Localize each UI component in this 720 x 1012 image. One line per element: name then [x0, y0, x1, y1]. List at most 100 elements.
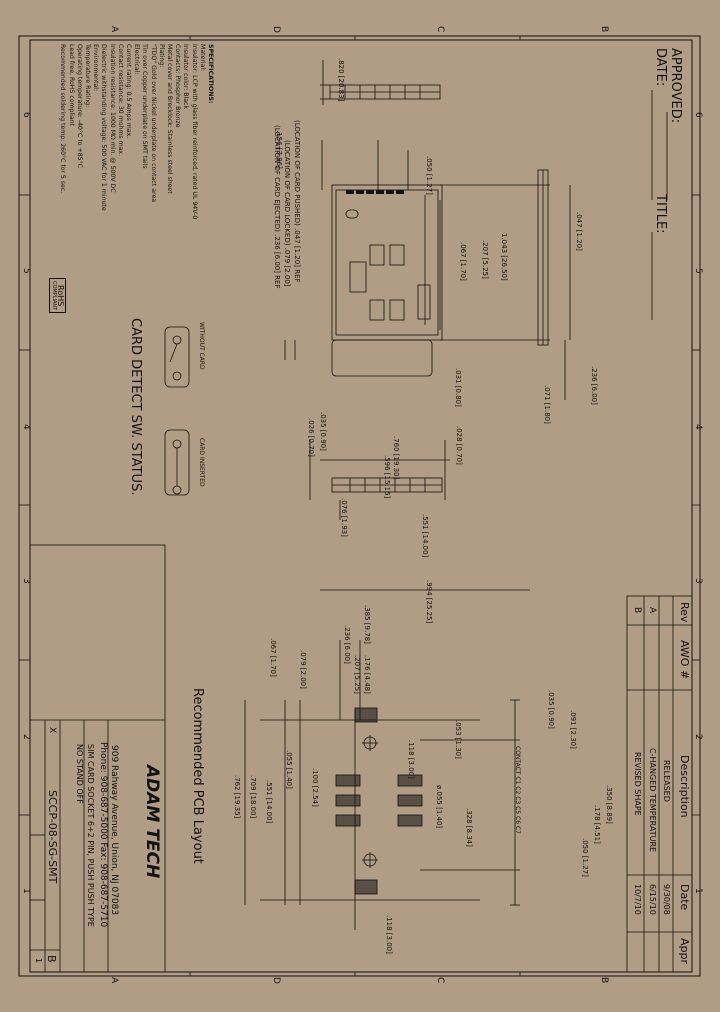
dimension: .031 [0.80] [454, 368, 462, 407]
spec-line: Current rating: 0.5 Amps max. [124, 44, 132, 139]
zone-letter: D [271, 977, 281, 984]
revision-rev: B [632, 607, 642, 614]
zone-number: 5 [21, 268, 31, 274]
revision-table-grid [626, 595, 693, 973]
zone-number: 1 [693, 888, 703, 894]
zone-number: 6 [693, 112, 703, 118]
scale-value: X [47, 727, 57, 734]
dimension: .071 [1.80] [543, 385, 551, 424]
dimension: .076 [1.93] [340, 498, 348, 537]
pcb-layout-title: Recommended PCB Layout [190, 688, 205, 864]
dimension: .053 [1.30] [454, 720, 462, 759]
zone-letter: B [599, 977, 609, 984]
dimension: .100 [2.54] [311, 768, 319, 807]
spec-line: Environmental: [92, 44, 100, 92]
dimension: .596 [15.15] [383, 455, 391, 499]
front-view-drawing [309, 440, 450, 520]
revision-description: RELEASED [662, 760, 671, 802]
dimension: .091 [2.30] [569, 710, 577, 749]
without-card-label: WITHOUT CARD [198, 322, 205, 370]
zone-number: 5 [693, 268, 703, 274]
appr-header: Appr [678, 938, 691, 965]
spec-line: Contact resistance: 30 mohms max. [116, 44, 124, 157]
revision-date: 9/30/08 [662, 884, 671, 915]
socket-top-view [284, 140, 571, 400]
spec-line: "TDQ" Gold over Nickel underplate on con… [149, 44, 157, 202]
dimension: .236 [6.00] [590, 366, 598, 405]
dimension: .118 [3.00] [385, 915, 393, 954]
zone-number: 4 [693, 424, 703, 430]
dimension: ø.055 [1.40] [435, 785, 443, 829]
contact-label: CONTACT C1 C2 C3 C5 C6 C7 [514, 746, 521, 834]
spec-line: Plating: [157, 44, 165, 68]
zone-number: 3 [21, 578, 31, 584]
spec-line: Insulator: LCP with glass fiber reinforc… [190, 44, 198, 220]
card-inserted-label: CARD INSERTED [198, 438, 205, 487]
revision-date: 10/7/10 [633, 884, 642, 915]
dimension: 1.043 [26.50] [500, 233, 508, 281]
date-label: DATE: [653, 48, 668, 87]
zone-number: 2 [693, 734, 703, 740]
revision-date: 6/15/10 [648, 884, 657, 915]
dimension: .067 [1.70] [459, 242, 467, 281]
dimension: .994 [25.25] [425, 580, 433, 624]
dimension: .055 [1.40] [285, 750, 293, 789]
dimension: .035 [0.90] [547, 690, 555, 729]
dimension: .178 [4.51] [593, 805, 601, 844]
dimension: .176 [4.48] [363, 655, 371, 694]
spec-line: Operating temperature: -40°C to +85°C [75, 44, 83, 168]
dimension: .207 [5.25] [353, 655, 361, 694]
dimension: .050 [1.27] [425, 156, 433, 195]
part-description: SIM CARD SOCKET 6+2 PIN, PUSH PUSH TYPE [86, 744, 95, 927]
dimension: .236 [6.00] [343, 625, 351, 664]
approval-lines [651, 90, 668, 320]
part-description-2: NO STAND OFF [75, 744, 84, 804]
revision-value: B [45, 955, 58, 963]
sheet-number: 1 [34, 958, 43, 964]
zone-number: 2 [21, 734, 31, 740]
zone-letter: C [435, 26, 445, 33]
zone-letter: A [109, 26, 119, 33]
revision-description: REVISED SHAPE [633, 752, 642, 816]
rev-header: Rev [678, 602, 691, 623]
dimension: .820 [20.83] [337, 58, 345, 102]
approved-label: APPROVED: [668, 48, 683, 124]
card-detect-switch-diagram [164, 326, 190, 496]
dimension: .035 [0.90] [319, 412, 327, 451]
rohs-compliant-label: COMPLIANT [51, 281, 57, 311]
card-location-note: (LOCATION OF CARD EJECTED) .236 [6.00] R… [273, 125, 281, 289]
zone-number: 3 [693, 578, 703, 584]
spec-line: Contacts: Phosphor Bronze [174, 44, 182, 128]
dimension: .067 [1.70] [269, 638, 277, 677]
spec-line: Insulator color: Black [182, 44, 190, 110]
zone-ticks [19, 36, 700, 976]
spec-line: Insulation resistance: 1000 MΩ min. @ 50… [108, 44, 116, 193]
revision-rev: A [647, 607, 657, 614]
zone-letter: A [109, 977, 119, 984]
dimension: .328 [8.34] [465, 808, 473, 847]
spec-line: Metal cover and Brecklock: Stainless ste… [165, 44, 173, 194]
dimension: .350 [8.89] [605, 785, 613, 824]
side-view-drawing [320, 60, 441, 105]
dimension: .118 [3.00] [407, 740, 415, 779]
inner-frame [29, 39, 693, 973]
spec-line: Material: [198, 44, 206, 72]
zone-number: 4 [21, 424, 31, 430]
zone-letter: D [271, 26, 281, 33]
description-header: Description [678, 755, 691, 818]
company-phone: Phone: 908-687-5000 Fax: 908-687-5710 [98, 742, 108, 928]
company-address: 909 Rahway Avenue, Union, NJ 07083 [109, 745, 119, 916]
spec-line: Recommended soldering temp: 260°C for 5 … [59, 44, 67, 194]
card-location-note: (LOCATION OF CARD LOCKED) .079 [2.00] [283, 140, 291, 287]
dimension: .079 [2.00] [299, 650, 307, 689]
rohs-compliant-badge: RoHS COMPLIANT [49, 278, 66, 314]
dimension: .385 [9.78] [363, 605, 371, 644]
dimension: .762 [19.35] [233, 775, 241, 819]
zone-number: 1 [21, 888, 31, 894]
specifications-title: SPECIFICATIONS: [207, 44, 214, 104]
dimension: .028 [0.70] [455, 426, 463, 465]
spec-line: Tin over Copper underplate on SMT tails [141, 44, 149, 169]
dimension: .047 [1.20] [575, 212, 583, 251]
spec-line: Electrical: [133, 44, 141, 75]
